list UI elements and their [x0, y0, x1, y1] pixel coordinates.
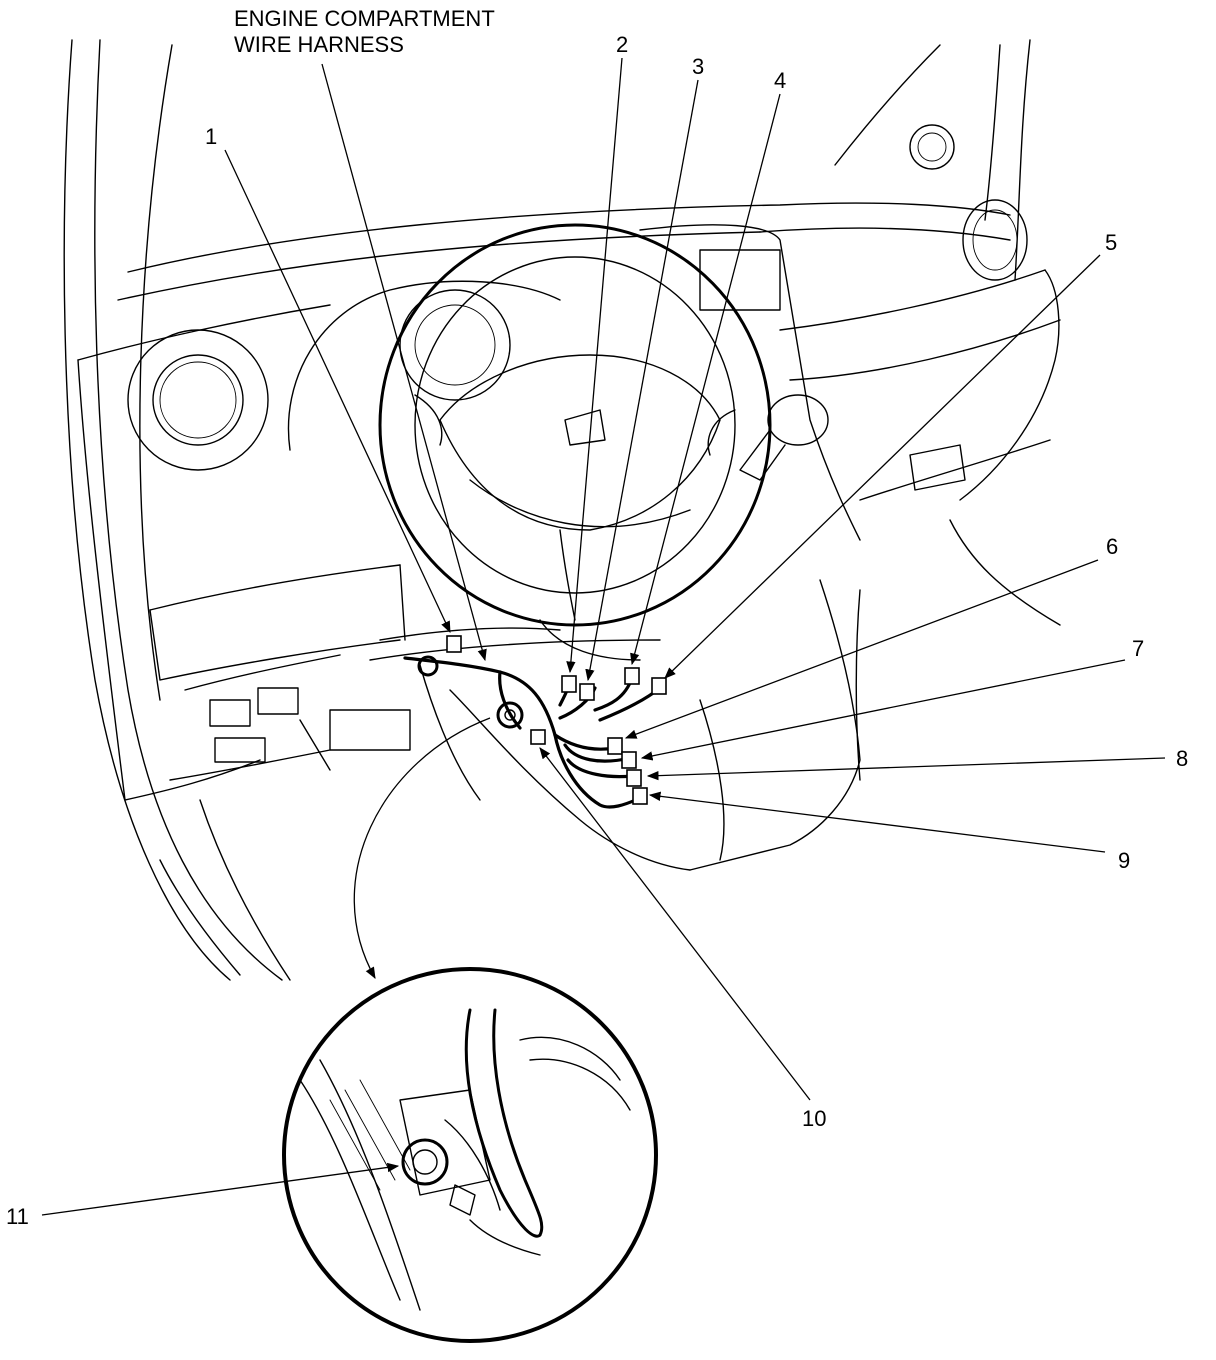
callout-6: 6 — [1106, 534, 1118, 559]
callout-1: 1 — [205, 124, 217, 149]
callout-2: 2 — [616, 32, 628, 57]
harness-title-line2: WIRE HARNESS — [234, 32, 404, 57]
dashboard-artwork — [63, 39, 1061, 981]
callout-8: 8 — [1176, 746, 1188, 771]
harness-title-line1: ENGINE COMPARTMENT — [234, 6, 495, 31]
callout-4: 4 — [774, 68, 786, 93]
callout-5: 5 — [1105, 230, 1117, 255]
callout-9: 9 — [1118, 848, 1130, 873]
callout-7: 7 — [1132, 636, 1144, 661]
detail-pointer-arrow — [353, 717, 491, 980]
callout-11: 11 — [6, 1204, 29, 1229]
leader-lines — [41, 57, 1166, 1216]
callout-3: 3 — [692, 54, 704, 79]
callout-10: 10 — [802, 1106, 826, 1131]
bolt-detail-inset — [282, 967, 658, 1343]
